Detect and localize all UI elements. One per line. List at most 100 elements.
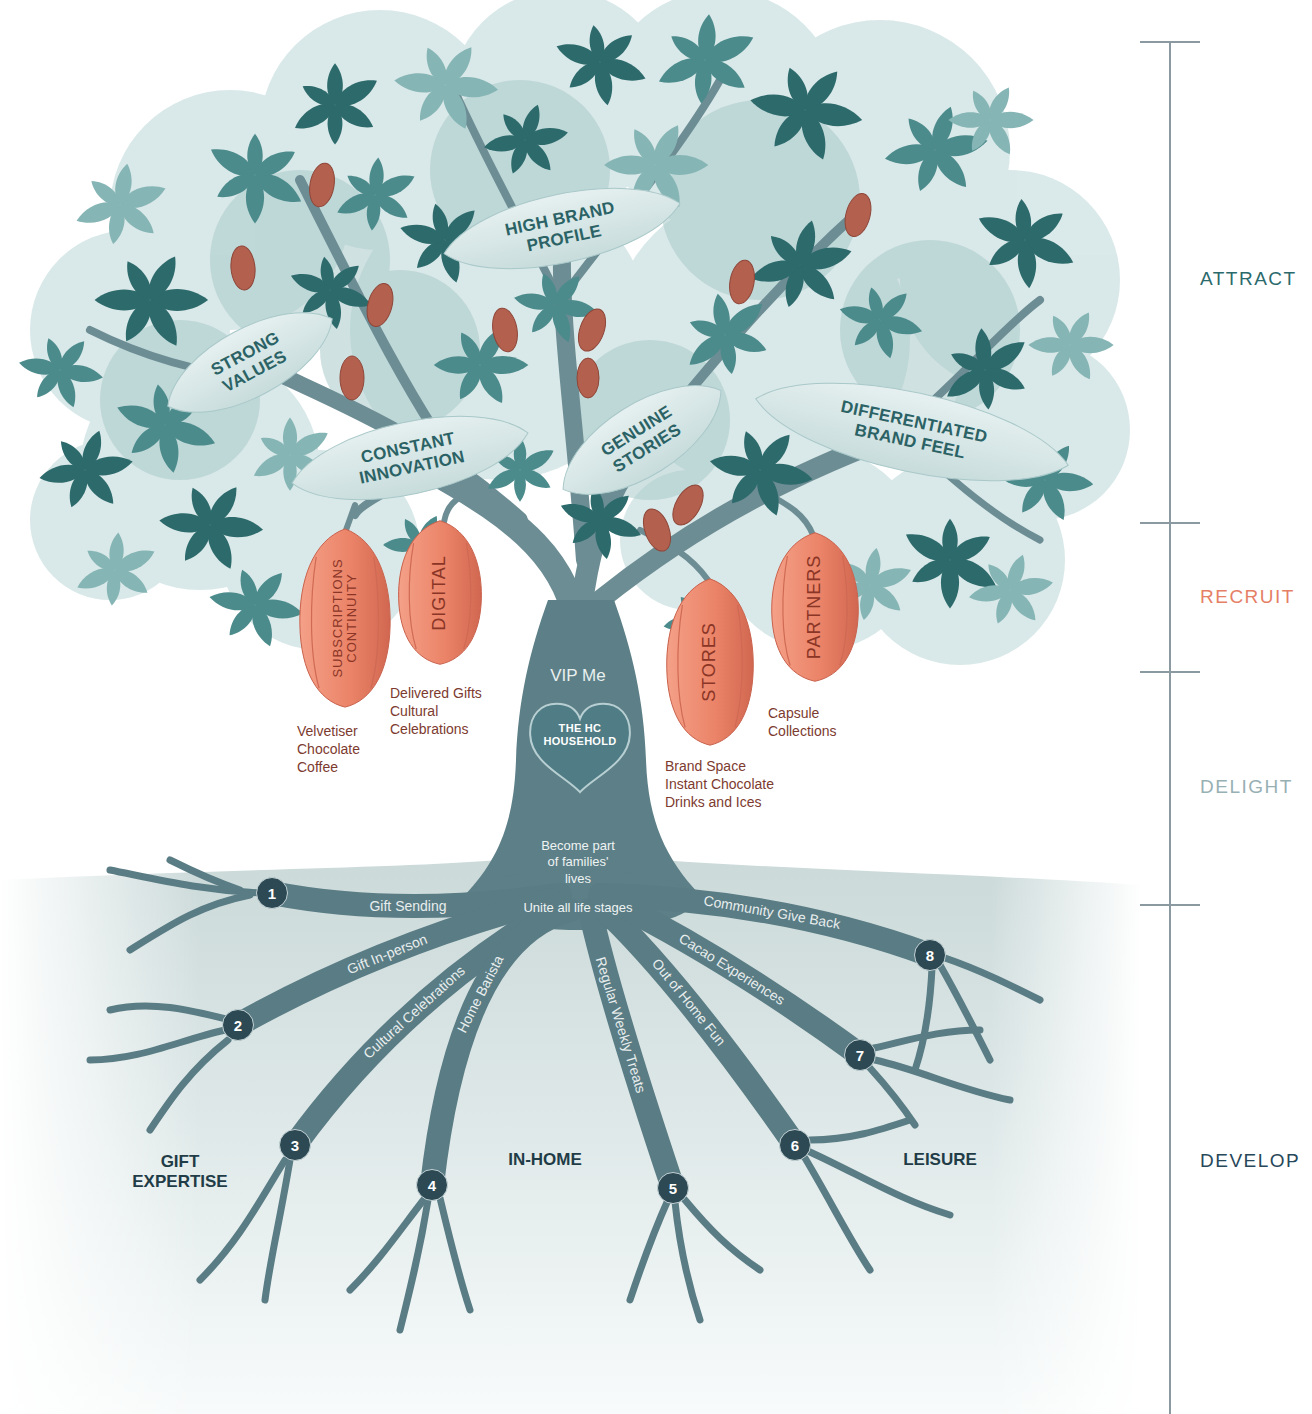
foliage <box>276 49 394 159</box>
stage-label: RECRUIT <box>1200 586 1295 608</box>
pod-shape <box>772 533 859 682</box>
stage-axis <box>1140 41 1200 43</box>
cacao-pod: DIGITAL <box>396 520 484 665</box>
leaf-node: GENUINE STORIES <box>535 347 749 532</box>
leaf-node: STRONG VALUES <box>144 275 356 448</box>
pod-caption: Brand Space Instant Chocolate Drinks and… <box>665 757 790 812</box>
cacao-pod: STORES <box>664 578 756 746</box>
stage-axis <box>1140 522 1200 524</box>
callout-number: 5 <box>657 1172 689 1204</box>
roots <box>350 1198 425 1290</box>
leaf-shape <box>285 398 536 519</box>
roots <box>90 860 1040 1330</box>
foliage <box>324 147 427 240</box>
foliage <box>942 75 1040 162</box>
foliage <box>736 43 878 175</box>
heart-shape <box>527 701 633 795</box>
foliage <box>64 522 167 615</box>
foliage <box>744 214 857 313</box>
roots <box>170 860 240 890</box>
root-label: Home Barista <box>454 953 507 1036</box>
foliage <box>827 268 937 371</box>
cacao-pods <box>306 161 337 208</box>
stage-label: DELIGHT <box>1200 776 1293 798</box>
roots <box>945 958 1040 1000</box>
callout-number: 6 <box>779 1129 811 1161</box>
callout-number: 4 <box>416 1169 448 1201</box>
cacao-pod-text: DIGITAL <box>430 555 450 631</box>
heart-node: THE HC HOUSEHOLD <box>527 701 633 795</box>
roots <box>150 1040 228 1130</box>
heart-shape <box>530 704 630 792</box>
cacao-pods <box>340 356 364 400</box>
foliage <box>643 1 769 115</box>
leaf-node: HIGH BRAND PROFILE <box>432 156 692 300</box>
leaf-shape <box>437 169 687 286</box>
roots <box>90 1030 225 1060</box>
callout-number-text: 7 <box>856 1048 864 1063</box>
roots <box>675 1202 700 1320</box>
foliage <box>427 316 536 413</box>
foliage <box>86 241 217 358</box>
foliage <box>66 155 175 252</box>
root-label: Cultural Celebrations <box>360 962 468 1061</box>
branches <box>90 80 1040 640</box>
callout-number-text: 1 <box>268 886 276 901</box>
leaf-shape <box>748 360 1077 504</box>
callout-number: 3 <box>279 1129 311 1161</box>
branches <box>346 505 355 530</box>
cacao-pods <box>489 306 520 353</box>
roots <box>110 1006 230 1020</box>
callout-number: 1 <box>256 877 288 909</box>
roots <box>940 965 990 1060</box>
cacao-pod: PARTNERS <box>769 532 861 682</box>
trunk-note: Unite all life stages <box>523 900 632 916</box>
cacao-pod-text: SUBSCRIPTIONS CONTINUITY <box>331 558 360 677</box>
branches <box>444 490 470 522</box>
pod-caption: Capsule Collections <box>768 704 853 740</box>
foliage <box>663 274 787 393</box>
trunk-label: VIP Me <box>550 666 605 686</box>
roots <box>238 893 930 1188</box>
stage-label: DEVELOP <box>1200 1150 1300 1172</box>
canopy-shade <box>100 80 1020 500</box>
cacao-pods <box>841 191 876 240</box>
pod-shape <box>399 521 482 665</box>
cacao-pod-text: STORES <box>700 622 720 702</box>
cacao-pods <box>573 305 611 355</box>
roots <box>805 1158 870 1270</box>
foliage <box>1022 300 1120 387</box>
roots <box>870 1068 915 1125</box>
stage-axis <box>1140 904 1200 906</box>
group-label: LEISURE <box>903 1150 977 1170</box>
callout-number-text: 8 <box>926 948 934 963</box>
group-label: GIFT EXPERTISE <box>125 1152 235 1193</box>
callout-number: 8 <box>914 939 946 971</box>
callout-number: 7 <box>844 1039 876 1071</box>
group-label: IN-HOME <box>508 1150 582 1170</box>
root-label: Community Give Back <box>702 892 841 932</box>
foliage <box>149 467 275 581</box>
ground <box>0 840 1142 1414</box>
leaf-shape <box>544 360 740 520</box>
cacao-pods <box>229 245 257 291</box>
roots <box>90 860 1040 1330</box>
roots <box>432 910 570 1185</box>
cacao-pods <box>363 281 398 330</box>
stage-axis <box>1140 671 1200 673</box>
roots <box>685 1200 760 1270</box>
root-label: Regular Weekly Treats <box>593 955 650 1095</box>
heart-node-text: THE HC HOUSEHOLD <box>544 722 617 750</box>
callout-number-text: 2 <box>234 1018 242 1033</box>
foliage <box>483 102 570 176</box>
roots <box>810 1120 910 1140</box>
foliage <box>384 27 510 141</box>
stage-axis <box>1140 42 1200 1414</box>
pod-shape <box>409 543 470 649</box>
foliage <box>539 2 663 121</box>
foliage <box>38 428 134 510</box>
callout-number: 2 <box>222 1009 254 1041</box>
canopy-haze <box>30 0 1130 665</box>
roots <box>440 1198 470 1310</box>
